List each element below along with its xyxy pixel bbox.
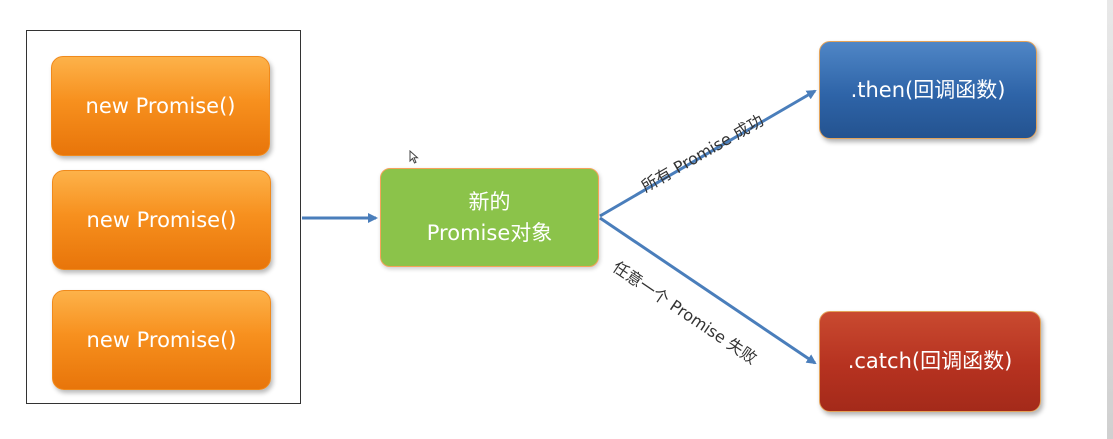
promise-node-label: new Promise() bbox=[86, 327, 237, 352]
promise-node-2: new Promise() bbox=[52, 170, 271, 270]
window-edge-strip bbox=[1107, 0, 1113, 439]
catch-callback-label: .catch(回调函数) bbox=[847, 349, 1013, 373]
then-callback-node: .then(回调函数) bbox=[819, 41, 1037, 139]
mouse-pointer-icon bbox=[409, 149, 419, 168]
new-promise-object-node: 新的 Promise对象 bbox=[380, 168, 599, 267]
promise-node-label: new Promise() bbox=[86, 207, 237, 232]
center-to-catch-arrow bbox=[599, 216, 817, 365]
promise-node-label: new Promise() bbox=[85, 93, 236, 118]
center-node-line1: 新的 bbox=[468, 189, 511, 214]
center-node-line2: Promise对象 bbox=[426, 220, 553, 245]
catch-callback-node: .catch(回调函数) bbox=[819, 311, 1041, 412]
promise-node-1: new Promise() bbox=[51, 56, 270, 156]
then-callback-label: .then(回调函数) bbox=[850, 77, 1006, 102]
promise-node-3: new Promise() bbox=[52, 290, 271, 390]
center-to-then-arrow bbox=[599, 89, 817, 218]
